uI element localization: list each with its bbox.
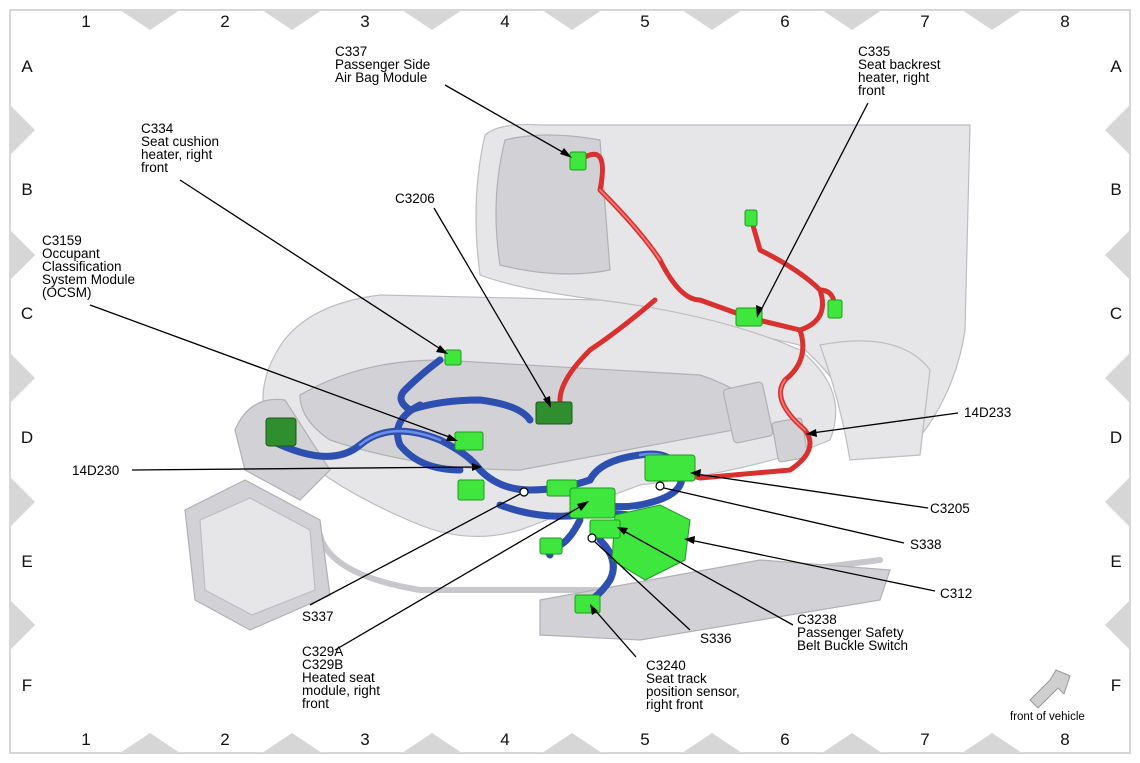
- col-label: 2: [220, 730, 229, 749]
- row-label: F: [1111, 676, 1121, 695]
- row-label: B: [21, 180, 32, 199]
- grid-row-labels-left: A B C D E F: [21, 57, 33, 695]
- connector-c3206: [535, 401, 573, 425]
- label-c3238: C3238 Passenger Safety Belt Buckle Switc…: [797, 612, 908, 653]
- label-c3240: C3240 Seat track position sensor, right …: [646, 658, 744, 712]
- col-label: 3: [360, 730, 369, 749]
- col-label: 7: [920, 730, 929, 749]
- connector-c334: [444, 349, 462, 366]
- connector-backrest-top: [744, 209, 758, 227]
- label-14d230: 14D230: [72, 463, 119, 478]
- label-s338: S338: [910, 537, 942, 552]
- label-14d233: 14D233: [964, 405, 1011, 420]
- seat-track: [539, 559, 891, 641]
- col-label: 8: [1060, 730, 1069, 749]
- row-label: E: [1110, 552, 1121, 571]
- splices: [519, 481, 665, 543]
- col-label: 7: [920, 12, 929, 31]
- col-label: 8: [1060, 12, 1069, 31]
- row-label: A: [1110, 57, 1122, 76]
- label-c312: C312: [940, 586, 972, 601]
- row-label: C: [1110, 304, 1122, 323]
- grid-right-markers: [1105, 105, 1130, 650]
- col-label: 1: [81, 12, 90, 31]
- row-label: D: [21, 428, 33, 447]
- row-label: F: [22, 676, 32, 695]
- splice-s336: [587, 533, 597, 543]
- col-label: 3: [360, 12, 369, 31]
- grid-column-labels-top: 1 2 3 4 5 6 7 8: [81, 12, 1069, 31]
- connector-c3159: [454, 431, 484, 451]
- label-c335: C335 Seat backrest heater, right front: [858, 44, 944, 98]
- row-label: D: [1110, 428, 1122, 447]
- connector-s336-area: [539, 537, 563, 555]
- leader-lines: [89, 84, 959, 658]
- grid-top-markers: [120, 10, 1022, 30]
- row-label: C: [21, 304, 33, 323]
- connector-c312: [611, 504, 691, 581]
- label-c329: C329A C329B Heated seat module, right fr…: [302, 644, 384, 711]
- grid-column-labels-bottom: 1 2 3 4 5 6 7 8: [81, 730, 1069, 749]
- col-label: 5: [640, 12, 649, 31]
- seat-belt-buckle: [722, 381, 774, 444]
- splice-s338: [655, 481, 665, 491]
- label-c334: C334 Seat cushion heater, right front: [141, 121, 223, 175]
- col-label: 4: [500, 12, 509, 31]
- connector-rear: [265, 417, 297, 447]
- col-label: 4: [500, 730, 509, 749]
- grid-left-markers: [10, 105, 35, 650]
- col-label: 2: [220, 12, 229, 31]
- grid-row-labels-right: A B C D E F: [1110, 57, 1122, 695]
- connector-c329: [457, 479, 485, 501]
- connector-c337: [569, 151, 587, 171]
- label-c3159: C3159 Occupant Classification System Mod…: [42, 233, 139, 300]
- row-label: A: [21, 57, 33, 76]
- col-label: 5: [640, 730, 649, 749]
- connector-right-bolster: [827, 299, 843, 319]
- label-c3205: C3205: [930, 501, 970, 516]
- col-label: 6: [780, 730, 789, 749]
- row-label: E: [21, 552, 32, 571]
- front-of-vehicle-indicator: front of vehicle: [1010, 669, 1085, 723]
- label-s337: S337: [302, 609, 334, 624]
- col-label: 6: [780, 12, 789, 31]
- label-c337: C337 Passenger Side Air Bag Module: [335, 44, 434, 85]
- connector-c335: [735, 307, 763, 327]
- label-c3206: C3206: [395, 191, 435, 206]
- grid-bottom-markers: [120, 733, 1022, 753]
- label-s336: S336: [700, 631, 732, 646]
- front-of-vehicle-label: front of vehicle: [1010, 711, 1085, 723]
- connector-heated-module: [569, 487, 616, 519]
- row-label: B: [1110, 180, 1121, 199]
- front-arrow-icon: [1029, 669, 1071, 709]
- col-label: 1: [81, 730, 90, 749]
- connector-c3205: [644, 454, 696, 482]
- splice-s337: [519, 487, 529, 497]
